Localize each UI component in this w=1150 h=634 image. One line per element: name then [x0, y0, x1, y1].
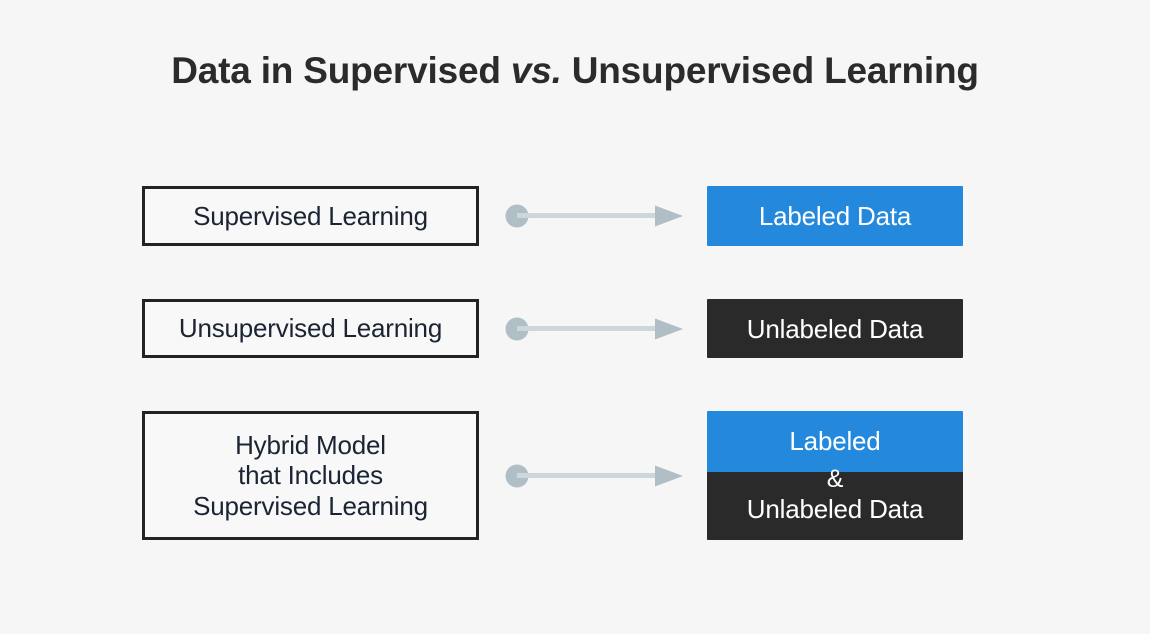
left-box-label-line: Supervised Learning [193, 490, 428, 521]
right-box-label-unlabeled: Unlabeled Data [746, 494, 924, 524]
right-box-fill-dark [707, 472, 963, 540]
diagram-row-supervised: Supervised Learning Labeled Data [0, 186, 1150, 246]
left-box-label-line: Supervised Learning [193, 200, 428, 231]
title-vs: vs. [510, 50, 562, 91]
right-box-labeled-and-unlabeled-data[interactable]: Labeled & Unlabeled Data [707, 411, 963, 540]
right-box-fill-dark [707, 299, 963, 358]
right-box-unlabeled-data[interactable]: Unlabeled Data [707, 299, 963, 358]
left-box-supervised-learning[interactable]: Supervised Learning [142, 186, 479, 246]
left-box-label-line: Unsupervised Learning [178, 313, 443, 344]
right-box-fill-blue [707, 186, 963, 246]
left-box-label: Supervised Learning [193, 201, 428, 231]
arrow-right-icon [505, 204, 683, 228]
page-title: Data in Supervised vs. Unsupervised Lear… [0, 50, 1150, 92]
right-box-labeled-data[interactable]: Labeled Data [707, 186, 963, 246]
right-box-label: Labeled Data [758, 201, 912, 231]
left-box-label: Unsupervised Learning [179, 313, 442, 343]
right-box-label-ampersand: & [826, 465, 844, 493]
left-box-label: Hybrid Model that Includes Supervised Le… [193, 430, 428, 520]
left-box-hybrid-model[interactable]: Hybrid Model that Includes Supervised Le… [142, 411, 479, 540]
title-prefix: Data in Supervised [171, 50, 511, 91]
arrow-right-icon [505, 464, 683, 488]
diagram-row-hybrid: Hybrid Model that Includes Supervised Le… [0, 411, 1150, 540]
right-box-fill-blue [707, 411, 963, 472]
right-box-label-labeled: Labeled [789, 426, 881, 456]
arrow-right-icon [505, 317, 683, 341]
title-suffix: Unsupervised Learning [561, 50, 979, 91]
left-box-unsupervised-learning[interactable]: Unsupervised Learning [142, 299, 479, 358]
diagram-row-unsupervised: Unsupervised Learning Unlabeled Data [0, 299, 1150, 358]
left-box-label-line: that Includes [238, 460, 383, 491]
left-box-label-line: Hybrid Model [235, 430, 386, 461]
right-box-label: Unlabeled Data [746, 313, 924, 344]
